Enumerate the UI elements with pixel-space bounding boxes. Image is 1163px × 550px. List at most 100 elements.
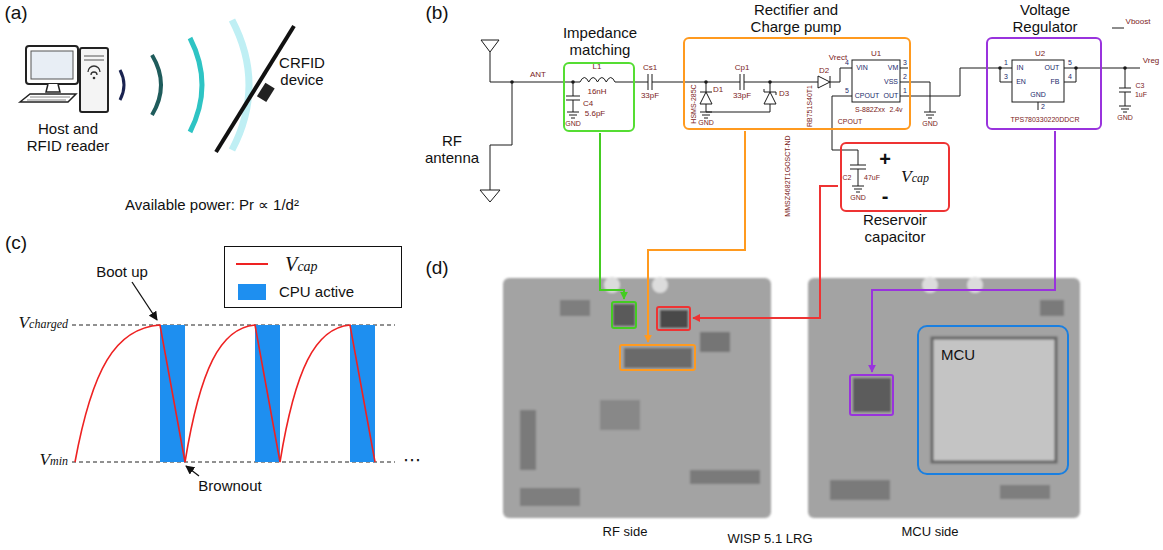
highlight-boxes-part <box>612 302 636 328</box>
part-label: C3 <box>1136 82 1145 90</box>
schematic-wires-part <box>852 60 900 102</box>
pin-name: CPOUT <box>855 92 880 100</box>
part-label: GND <box>1117 114 1133 122</box>
leader-lines <box>600 131 1055 372</box>
pcb-photo-rf-part <box>624 348 692 368</box>
schematic-wires-part <box>1119 68 1131 112</box>
schematic-wires-part <box>481 40 580 82</box>
radio-waves-part <box>120 70 124 100</box>
axis-level: Vcharged <box>18 313 68 332</box>
host-computer-part <box>88 66 100 75</box>
junction-dots-part <box>768 80 772 84</box>
legend-box: VcapCPU active <box>224 246 402 308</box>
panel-letter: (c) <box>5 232 27 253</box>
pcb-photo-rf-part <box>503 278 771 518</box>
host-computer-part <box>80 48 108 112</box>
voltage-plot-part <box>132 282 157 320</box>
part-label: GND <box>565 120 581 128</box>
pin-name: IN <box>1017 64 1024 72</box>
schematic-wires-part <box>480 190 500 202</box>
host-computer-part <box>93 77 96 80</box>
part-label: Cp1 <box>735 64 750 73</box>
pcb-photo-rf-part <box>660 310 688 328</box>
highlight-boxes-part <box>620 345 695 370</box>
host-computer-part <box>31 51 73 79</box>
pin-name: 5 <box>1068 59 1072 67</box>
legend-row: Vcap <box>225 252 401 276</box>
part-label: Vrect <box>829 54 847 63</box>
schematic-wires-part <box>1112 28 1124 29</box>
part-label: C4 <box>583 100 593 109</box>
part-label: HSMS-285C <box>690 84 698 123</box>
photo-caption: WISP 5.1 LRG <box>727 532 812 547</box>
leader-lines-part <box>600 133 624 299</box>
part-label: GND <box>922 120 938 128</box>
node-text: Reservoir capacitor <box>850 212 940 246</box>
leader-lines-part <box>872 131 1055 372</box>
part-label: 33pF <box>733 92 751 101</box>
pin-name: 1 <box>1004 59 1008 67</box>
voltage-plot-part <box>186 466 199 476</box>
part-label: C2 <box>843 174 852 182</box>
radio-waves-part <box>152 55 161 115</box>
voltage-plot <box>72 282 395 476</box>
node-text: Voltage Regulator <box>999 2 1091 36</box>
part-label: D2 <box>819 67 829 76</box>
part-label: 47uF <box>864 174 880 182</box>
pin-name: EN <box>1016 78 1026 86</box>
pcb-photo-mcu-part <box>932 338 1056 462</box>
schematic-wires-part <box>580 78 615 83</box>
rectifier-block: Rectifier and Charge pump <box>683 37 911 130</box>
part-label: D3 <box>779 90 789 99</box>
schematic-wires-part <box>900 68 936 118</box>
photo-caption: RF side <box>603 525 648 540</box>
pin-name: 5 <box>845 87 849 95</box>
text-label: RF antenna <box>421 133 483 167</box>
part-label: ANT <box>530 71 546 80</box>
axis-level: Vmin <box>39 450 68 469</box>
leader-lines-part <box>693 186 838 318</box>
part-label: Cs1 <box>643 64 657 73</box>
pcb-photo-rf-part <box>520 488 580 506</box>
pcb-photo-rf-part <box>652 277 668 293</box>
annotation: Brownout <box>198 478 261 495</box>
crfid-device-part-part <box>257 83 275 102</box>
part-label: S-882Zxx <box>855 106 885 114</box>
ellipsis: ⋯ <box>403 450 421 470</box>
part-label: TPS780330220DDCR <box>1011 116 1080 124</box>
part-label: MMSZ4682T1GOSCT-ND <box>784 135 792 216</box>
junction-dots-part <box>571 80 575 84</box>
part-label: Vreg <box>1143 57 1160 66</box>
pcb-photo-rf-part <box>700 332 730 352</box>
part-label: CPOUT <box>838 118 863 126</box>
pcb-photo-rf-part <box>690 470 760 484</box>
pcb-photo-mcu-part <box>1000 485 1050 499</box>
crfid-device-part <box>216 26 294 152</box>
junction-dots-part <box>1123 66 1127 70</box>
pcb-photo-rf-part <box>560 300 590 316</box>
panel-letter: (d) <box>425 257 448 278</box>
pin-name: FB <box>1051 78 1060 86</box>
schematic-wires-part <box>1000 68 1140 110</box>
part-label: GND <box>850 194 866 202</box>
pin-name: 4 <box>845 59 849 67</box>
leader-lines-part <box>648 131 745 342</box>
legend-text: CPU active <box>279 284 354 301</box>
impedance-block: Impedance matching <box>563 62 635 132</box>
part-label: 33pF <box>641 92 659 101</box>
junction-dots-part <box>704 80 708 84</box>
legend-line <box>236 263 268 265</box>
pin-name: 2 <box>1041 103 1045 111</box>
radio-waves-part <box>232 20 249 150</box>
pin-name: 1 <box>903 87 907 95</box>
pin-name: 3 <box>903 59 907 67</box>
pin-name: GND <box>1030 91 1046 99</box>
host-computer-part <box>20 94 76 102</box>
part-label: 5.6pF <box>585 110 605 119</box>
radio-waves-part <box>190 38 202 132</box>
pin-name: VSS <box>884 78 898 86</box>
pcb-photo-mcu-part <box>830 480 890 500</box>
legend-swatch <box>238 284 266 300</box>
part-label: RB751S40T1 <box>806 85 814 127</box>
